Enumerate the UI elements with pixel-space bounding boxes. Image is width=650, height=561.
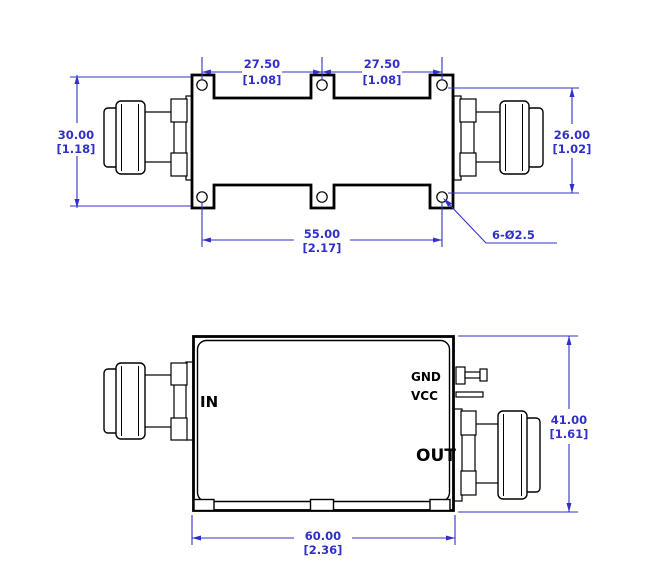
pin-stem (464, 371, 481, 379)
connector-flange-block (170, 417, 188, 441)
dim-overall-height-top: 30.00 [1.18] (57, 75, 191, 208)
mounting-hole (196, 191, 208, 203)
dim-text-mm: 30.00 (58, 128, 94, 142)
dim-text-mm: 55.00 (304, 227, 340, 241)
gnd-pin (455, 366, 488, 385)
mounting-hole (436, 79, 448, 91)
connector-flange-block (170, 152, 188, 177)
connector-flange-block (460, 470, 477, 496)
dim-hole-span: 55.00 [2.17] (201, 203, 443, 255)
right-connector-top (453, 95, 544, 181)
connector-barrel (497, 410, 528, 500)
hole-callout-leader: 6-Ø2.5 (443, 198, 557, 244)
connector-flange-block (170, 362, 188, 386)
label-out: OUT (416, 446, 456, 466)
connector-shaft (143, 111, 175, 163)
connector-flange-block (459, 152, 477, 177)
housing-outline-top (190, 73, 455, 210)
top-view: 27.50 [1.08] 27.50 [1.08] 30.00 [1.18] 2… (57, 57, 592, 255)
mounting-hole (316, 191, 328, 203)
housing-foot (429, 498, 451, 512)
connector-flange-block (460, 410, 477, 436)
connector-shaft (143, 374, 175, 428)
housing-outline-front (192, 335, 455, 512)
housing-foot (309, 498, 335, 512)
dim-overall-width-front: 60.00 [2.36] (191, 515, 456, 557)
connector-flange-block (170, 98, 188, 123)
dim-overall-height-front: 41.00 [1.61] (458, 335, 589, 513)
pin-head (479, 368, 488, 382)
dim-text-inch: [2.36] (304, 543, 343, 557)
pin-base (455, 366, 466, 385)
dim-text-inch: [1.18] (57, 142, 96, 156)
front-view: IN GND VCC OUT 41.00 [1.61] 60.00 [2.36] (103, 335, 589, 557)
dim-text-mm: 27.50 (364, 57, 400, 71)
dim-text-mm: 41.00 (551, 413, 587, 427)
dim-side-height-top: 26.00 [1.02] (448, 87, 592, 194)
mounting-hole (316, 79, 328, 91)
right-connector-front (453, 408, 541, 502)
dim-text-mm: 27.50 (244, 57, 280, 71)
dim-hole-spacing: 27.50 [1.08] 27.50 [1.08] (201, 57, 443, 87)
dim-text-inch: [1.08] (363, 73, 402, 87)
label-vcc: VCC (411, 389, 438, 403)
left-connector-top (103, 95, 194, 181)
connector-barrel (115, 362, 146, 440)
vcc-pin (455, 391, 484, 398)
connector-barrel (499, 100, 530, 175)
left-connector-front (103, 361, 194, 441)
label-gnd: GND (411, 370, 441, 384)
dim-text-mm: 60.00 (305, 529, 341, 543)
housing-foot (193, 498, 215, 512)
label-in: IN (200, 393, 218, 411)
hole-callout-text: 6-Ø2.5 (492, 228, 535, 242)
connector-barrel (115, 100, 146, 175)
dim-text-inch: [1.08] (243, 73, 282, 87)
dim-text-mm: 26.00 (554, 128, 590, 142)
dim-text-inch: [1.61] (550, 427, 589, 441)
mounting-hole (196, 79, 208, 91)
dim-text-inch: [2.17] (303, 241, 342, 255)
connector-flange-block (459, 98, 477, 123)
dim-text-inch: [1.02] (553, 142, 592, 156)
